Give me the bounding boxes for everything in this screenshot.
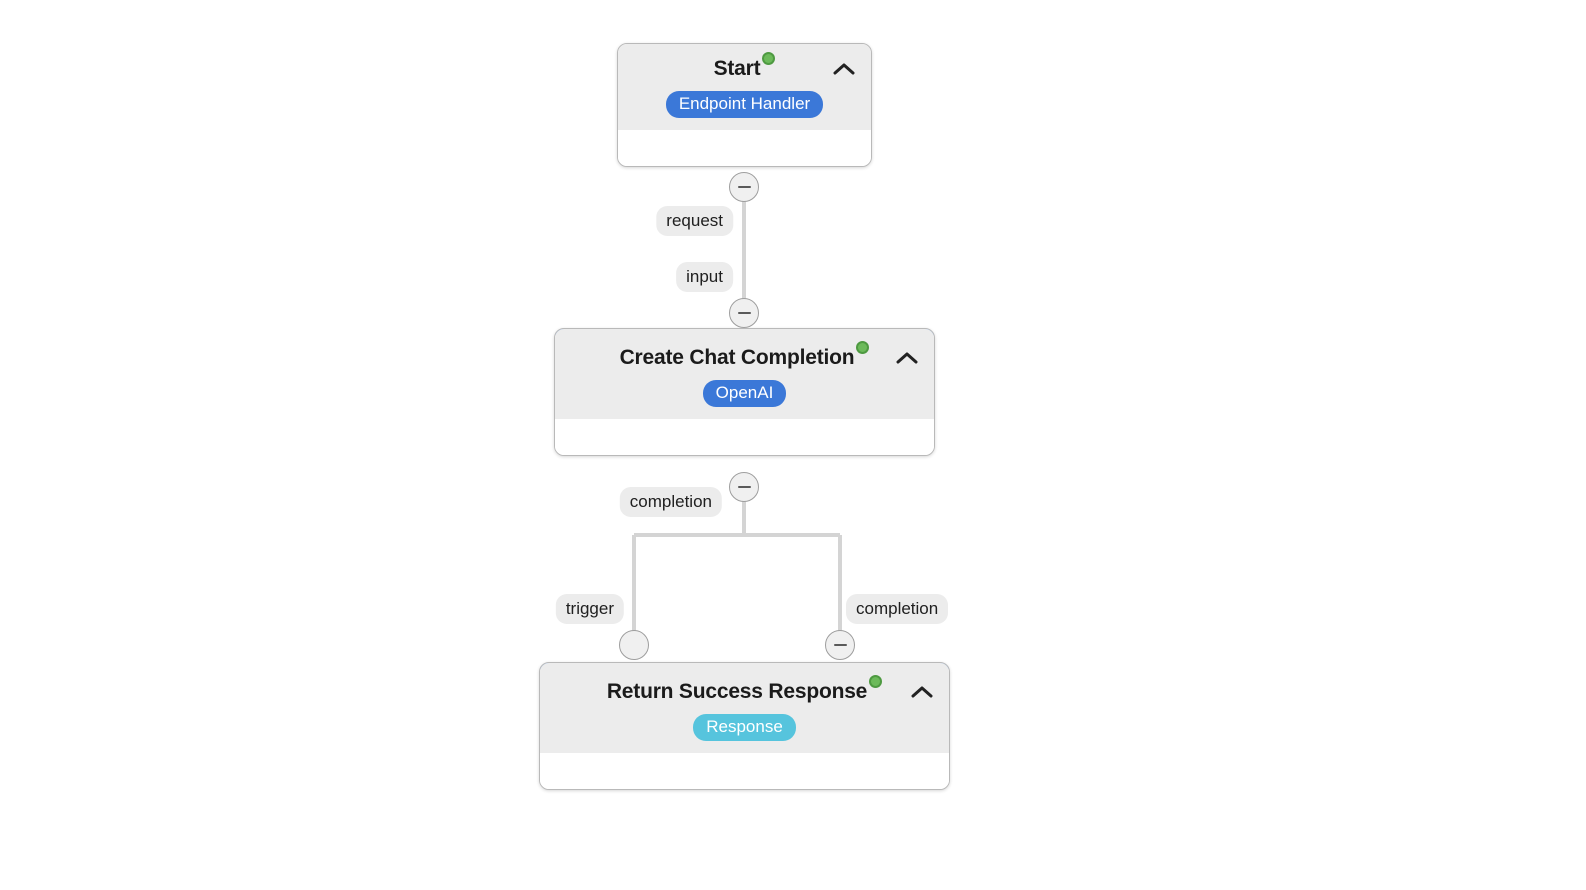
node-return-success-response[interactable]: Return Success Response Response (539, 662, 950, 791)
node-create-chat-completion-badge: OpenAI (702, 380, 787, 408)
status-dot-icon (856, 341, 870, 354)
chevron-up-icon[interactable] (909, 679, 935, 705)
node-create-chat-completion-title-row: Create Chat Completion (567, 341, 922, 373)
node-return-success-response-header: Return Success Response Response (540, 663, 949, 754)
node-start-header: Start Endpoint Handler (618, 44, 871, 131)
status-dot-icon (869, 675, 883, 688)
collapse-minus-icon (737, 486, 751, 488)
node-start-title-row: Start (630, 52, 859, 84)
edge-label-completion-out: completion (619, 487, 722, 517)
node-start-title: Start (713, 57, 761, 81)
chevron-up-icon[interactable] (831, 56, 857, 82)
collapse-minus-icon (737, 312, 751, 314)
node-return-success-response-badge: Response (693, 714, 796, 742)
node-create-chat-completion[interactable]: Create Chat Completion OpenAI (554, 328, 935, 457)
node-start[interactable]: Start Endpoint Handler (617, 43, 872, 168)
edge-label-trigger: trigger (555, 594, 624, 624)
node-start-badge: Endpoint Handler (665, 91, 824, 119)
status-dot-icon (762, 52, 776, 65)
node-start-body (618, 130, 871, 167)
handle-response-trigger[interactable] (619, 630, 649, 660)
node-create-chat-completion-title: Create Chat Completion (619, 346, 855, 370)
node-create-chat-completion-header: Create Chat Completion OpenAI (555, 329, 934, 420)
edge-label-request: request (656, 206, 733, 236)
chevron-up-icon[interactable] (894, 345, 920, 371)
handle-start-output[interactable] (729, 172, 759, 202)
handle-chat-output[interactable] (729, 472, 759, 502)
collapse-minus-icon (833, 644, 847, 646)
node-return-success-response-title-row: Return Success Response (552, 675, 937, 707)
handle-chat-input[interactable] (729, 298, 759, 328)
node-return-success-response-body (540, 753, 949, 790)
node-create-chat-completion-body (555, 419, 934, 456)
node-return-success-response-title: Return Success Response (606, 680, 868, 704)
edge-label-completion-in: completion (846, 594, 949, 624)
collapse-minus-icon (737, 186, 751, 188)
edge-label-input: input (676, 262, 733, 292)
handle-response-input[interactable] (825, 630, 855, 660)
